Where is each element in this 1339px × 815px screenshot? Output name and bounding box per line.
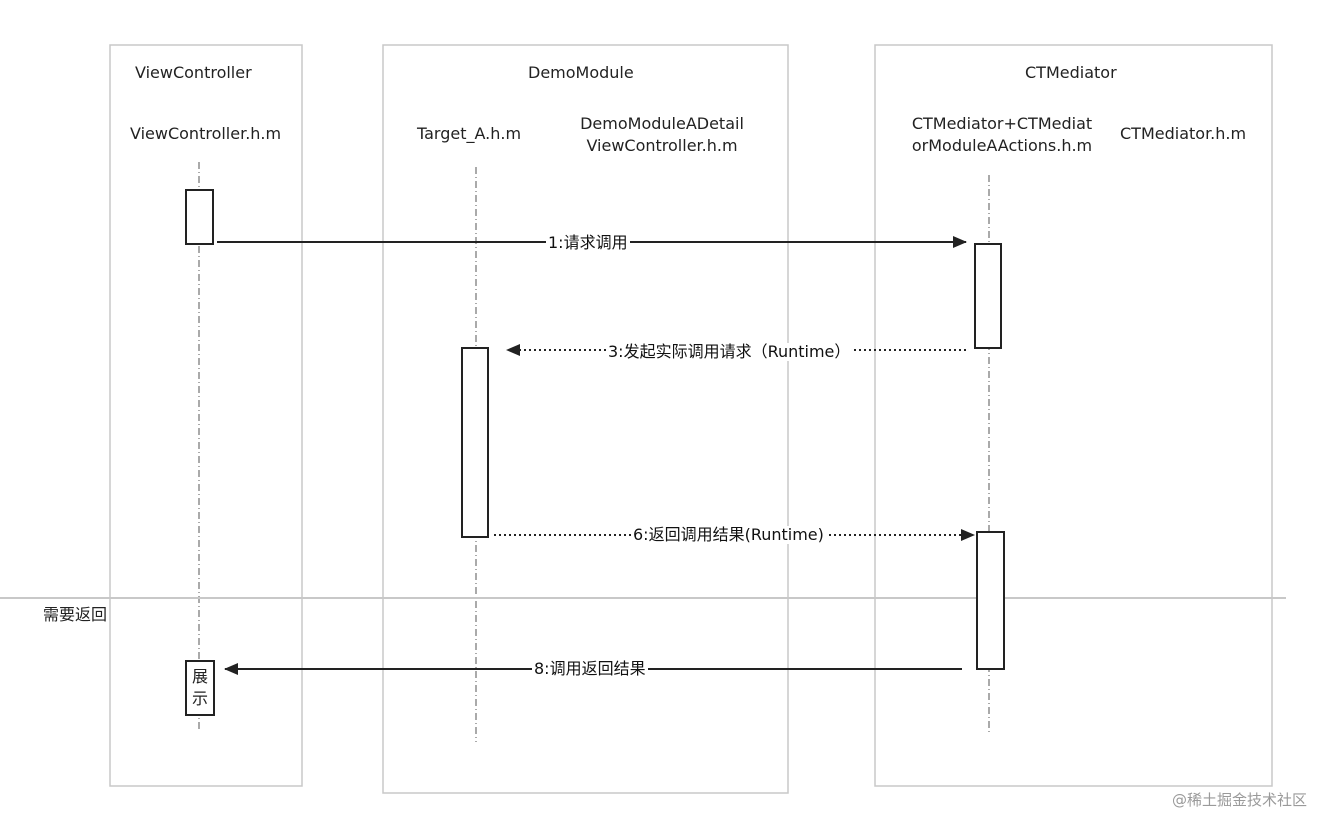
participant-category-line2: orModuleAActions.h.m <box>911 136 1093 155</box>
message-3-label: 3:发起实际调用请求（Runtime） <box>606 342 853 361</box>
participant-category-line1: CTMediator+CTMediat <box>911 114 1093 133</box>
watermark: @稀土掘金技术社区 <box>1172 791 1308 809</box>
group-title-ctmediator: CTMediator <box>1025 63 1117 82</box>
message-1-label: 1:请求调用 <box>546 233 630 252</box>
participant-target-a-h-m: Target_A.h.m <box>417 124 522 143</box>
activation-show-label-bottom: 示 <box>191 689 208 708</box>
activation-ctmediator-request <box>974 243 1002 349</box>
group-title-viewcontroller: ViewController <box>135 63 252 82</box>
divider-label: 需要返回 <box>43 605 108 624</box>
activation-viewcontroller-request <box>185 189 214 245</box>
message-6-label: 6:返回调用结果(Runtime) <box>631 525 826 544</box>
activation-show-label-top: 展 <box>191 667 208 686</box>
participant-detail-line1: DemoModuleADetail <box>580 114 744 133</box>
participant-viewcontroller-h-m: ViewController.h.m <box>130 124 282 143</box>
group-title-demomodule: DemoModule <box>528 63 634 82</box>
activation-viewcontroller-show <box>185 660 215 716</box>
participant-ctmediator-h-m: CTMediator.h.m <box>1120 124 1247 143</box>
group-frame-viewcontroller <box>109 44 303 787</box>
group-frame-demomodule <box>382 44 789 794</box>
activation-ctmediator-return <box>976 531 1005 670</box>
message-8-label: 8:调用返回结果 <box>532 659 648 678</box>
group-frame-ctmediator <box>874 44 1273 787</box>
activation-target-a <box>461 347 489 538</box>
participant-detail-line2: ViewController.h.m <box>586 136 738 155</box>
